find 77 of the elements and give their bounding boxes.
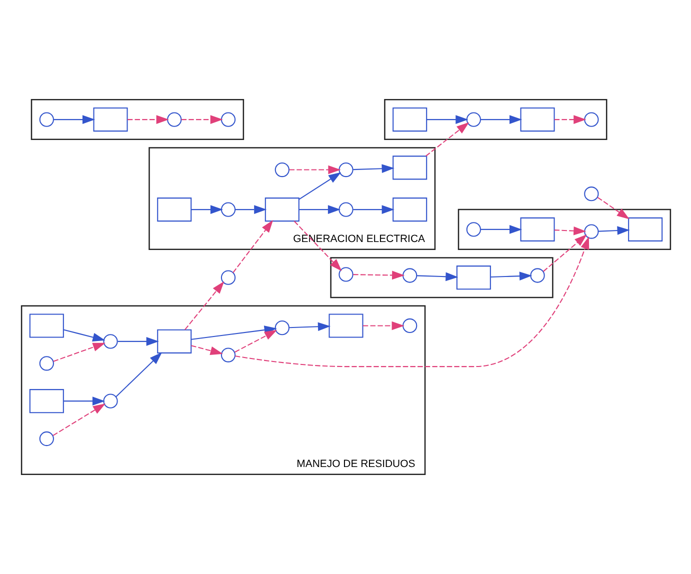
arrow	[425, 122, 469, 156]
node-circle	[38, 112, 54, 127]
node-box	[392, 198, 427, 222]
node-circle	[402, 318, 417, 334]
node-circle	[584, 112, 598, 127]
node-box	[28, 389, 64, 414]
node-box	[628, 217, 662, 242]
arrow	[53, 115, 95, 124]
arrow	[190, 345, 222, 355]
arrow	[232, 220, 273, 274]
node-box	[156, 198, 192, 222]
node-circle	[338, 162, 353, 178]
node-circle	[584, 224, 598, 239]
node-box	[392, 156, 427, 180]
node-circle	[220, 270, 236, 285]
node-box	[520, 108, 554, 132]
arrow	[126, 115, 168, 124]
node-circle	[466, 222, 480, 237]
arrow	[288, 165, 340, 174]
cluster: GENERACION ELECTRICA	[148, 147, 436, 250]
node-circle	[338, 267, 353, 282]
arrow	[480, 115, 522, 124]
arrow	[480, 225, 522, 234]
arrow	[426, 115, 468, 124]
node-circle	[530, 268, 544, 283]
arrow	[554, 115, 586, 124]
arrow	[352, 164, 394, 173]
arrow	[596, 196, 629, 220]
node-circle	[274, 162, 289, 178]
node-circle	[584, 186, 598, 202]
arrow	[362, 321, 404, 330]
arrow	[234, 205, 266, 214]
arrow	[352, 205, 394, 214]
arrow	[234, 236, 589, 368]
arrow	[184, 281, 224, 330]
arrow	[52, 403, 106, 436]
node-box	[92, 108, 128, 132]
arrow	[542, 234, 586, 272]
node-box	[456, 266, 490, 290]
arrow	[288, 322, 330, 332]
node-circle	[220, 348, 236, 362]
arrow	[115, 352, 162, 398]
arrow	[117, 337, 158, 346]
arrow	[52, 342, 105, 362]
node-box	[328, 314, 363, 338]
node-circle	[102, 394, 118, 408]
arrow	[298, 172, 341, 200]
arrow	[63, 396, 105, 406]
arrow	[190, 205, 223, 214]
node-box	[520, 217, 554, 242]
cluster	[384, 99, 607, 140]
node-circle	[166, 112, 182, 127]
arrow	[63, 329, 105, 342]
node-box	[156, 329, 192, 354]
cluster: MANEJO DE RESIDUOS	[20, 305, 426, 475]
node-circle	[466, 112, 480, 127]
arrow	[234, 330, 277, 353]
node-circle	[38, 356, 54, 371]
node-box	[264, 198, 299, 222]
node-circle	[220, 202, 236, 217]
node-circle	[102, 334, 118, 349]
node-circle	[402, 268, 417, 283]
node-box	[28, 314, 64, 338]
arrow	[598, 226, 630, 235]
arrow	[490, 272, 532, 280]
cluster	[30, 99, 244, 140]
arrow	[352, 270, 404, 280]
arrow	[416, 272, 458, 282]
node-circle	[338, 202, 353, 217]
arrow	[298, 205, 340, 214]
node-circle	[220, 112, 236, 127]
arrow	[293, 220, 342, 272]
arrow	[180, 115, 222, 124]
node-circle	[274, 320, 289, 336]
node-circle	[38, 431, 54, 446]
arrow	[554, 226, 586, 236]
node-box	[392, 108, 427, 132]
